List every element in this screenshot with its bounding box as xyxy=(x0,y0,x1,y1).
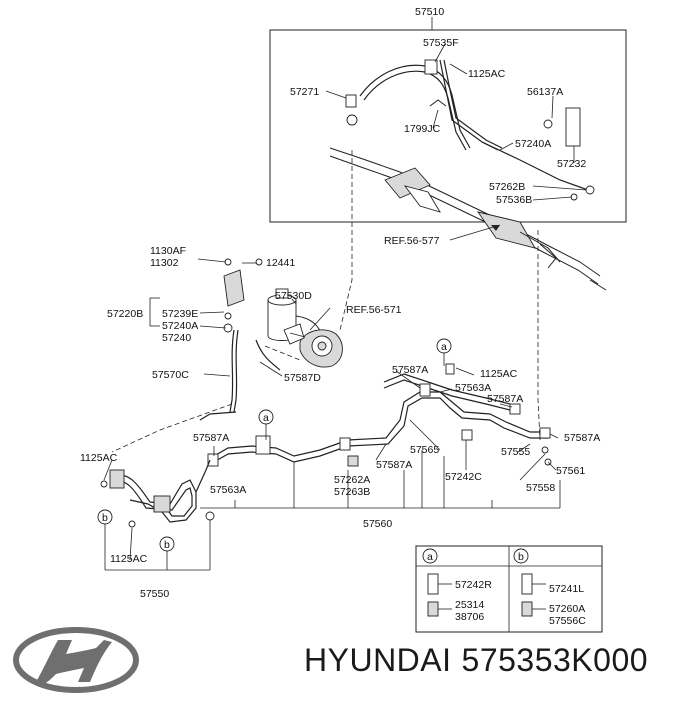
callout-b-right: b xyxy=(164,539,170,551)
hyundai-logo xyxy=(13,627,139,693)
legend-b-item-2: 57260A xyxy=(549,603,585,615)
legend-a-header: a xyxy=(427,551,433,563)
label-1130AF: 1130AF xyxy=(150,245,186,257)
label-57587A-1: 57587A xyxy=(392,364,428,376)
label-ref-56-571: REF.56-571 xyxy=(346,304,402,316)
label-1799JC: 1799JC xyxy=(404,123,441,135)
label-57240: 57240 xyxy=(162,332,191,344)
legend-b-item-3: 57556C xyxy=(549,615,586,627)
label-57587D: 57587D xyxy=(284,372,321,384)
legend-b-header: b xyxy=(518,551,524,563)
callout-b-left: b xyxy=(102,512,108,524)
label-11302: 11302 xyxy=(150,257,179,269)
label-57220B: 57220B xyxy=(107,308,143,320)
legend-box xyxy=(415,545,603,633)
label-57570C: 57570C xyxy=(152,369,189,381)
label-57558: 57558 xyxy=(526,482,555,494)
label-1125AC-bottom: 1125AC xyxy=(110,553,148,565)
label-ref-56-577: REF.56-577 xyxy=(384,235,440,247)
label-57563A-right: 57563A xyxy=(455,382,491,394)
callout-a-lower: a xyxy=(263,412,269,424)
label-56137A: 56137A xyxy=(527,86,563,98)
legend-a-item-3: 38706 xyxy=(455,611,484,623)
label-57510: 57510 xyxy=(415,6,444,18)
label-1125AC-left: 1125AC xyxy=(80,452,118,464)
label-57242C: 57242C xyxy=(445,471,482,483)
callout-letters: a a b b xyxy=(102,341,447,551)
label-57271: 57271 xyxy=(290,86,319,98)
guide-lines xyxy=(111,150,541,453)
label-1125AC-top: 1125AC xyxy=(468,68,506,80)
label-57587A-3: 57587A xyxy=(564,432,600,444)
label-57262B-top: 57262B xyxy=(489,181,525,193)
label-57587A-5: 57587A xyxy=(193,432,229,444)
pump-reservoir-group xyxy=(149,258,343,421)
part-labels: 57510 57535F 1125AC 57271 56137A 1799JC … xyxy=(80,6,600,600)
label-57530D: 57530D xyxy=(275,290,312,302)
label-57565: 57565 xyxy=(410,444,439,456)
label-57536B: 57536B xyxy=(496,194,532,206)
brand-name: HYUNDAI xyxy=(304,642,452,678)
label-57535F: 57535F xyxy=(423,37,459,49)
steering-gear-inset xyxy=(269,17,627,291)
label-57561: 57561 xyxy=(556,465,585,477)
legend-b-item-1: 57241L xyxy=(549,583,584,595)
label-57240A-top: 57240A xyxy=(515,138,551,150)
label-57587A-2: 57587A xyxy=(487,393,523,405)
legend-text: a b 57242R 25314 38706 57241L 57260A 575… xyxy=(427,551,586,627)
legend-a-item-2: 25314 xyxy=(455,599,484,611)
legend-a-item-1: 57242R xyxy=(455,579,492,591)
label-57232: 57232 xyxy=(557,158,586,170)
label-57555: 57555 xyxy=(501,446,530,458)
label-57560: 57560 xyxy=(363,518,392,530)
label-57263B: 57263B xyxy=(334,486,370,498)
part-number: 575353K000 xyxy=(461,642,649,678)
label-57239E: 57239E xyxy=(162,308,198,320)
label-1125AC-mid: 1125AC xyxy=(480,368,518,380)
label-57550: 57550 xyxy=(140,588,169,600)
callout-a-upper: a xyxy=(441,341,447,353)
label-57262A: 57262A xyxy=(334,474,370,486)
label-12441: 12441 xyxy=(266,257,295,269)
label-57587A-4: 57587A xyxy=(376,459,412,471)
label-57240A-mid: 57240A xyxy=(162,320,198,332)
label-57563A-left: 57563A xyxy=(210,484,246,496)
pipe-system xyxy=(97,338,561,571)
